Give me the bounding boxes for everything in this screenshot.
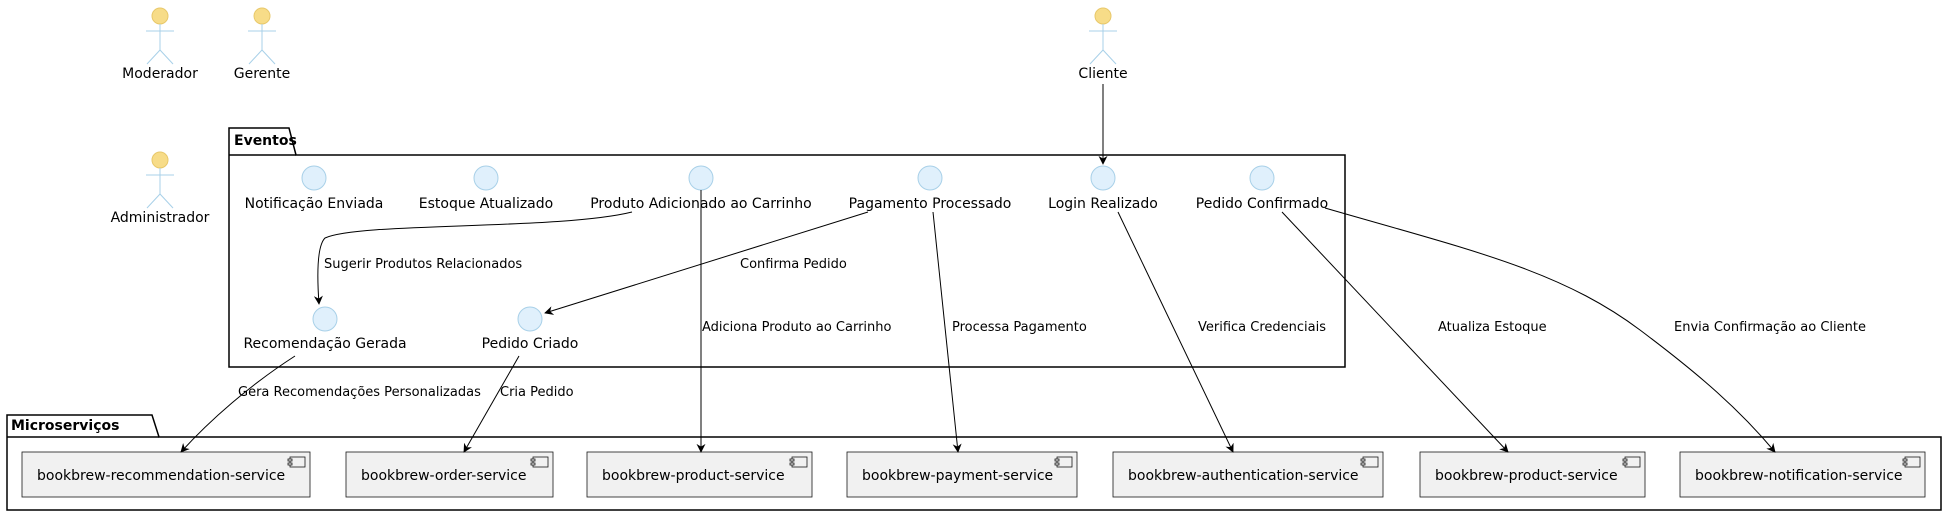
edge-envia-confirmacao xyxy=(1324,207,1776,453)
service-order[interactable]: bookbrew-order-service xyxy=(345,451,554,498)
edge-cria-pedido xyxy=(463,355,520,453)
edge-label: Sugerir Produtos Relacionados xyxy=(324,257,522,272)
event-recomendacao-gerada[interactable]: Recomendação Gerada xyxy=(243,306,407,352)
package-title: Microserviços xyxy=(11,418,119,434)
edge-atualiza-estoque xyxy=(1281,211,1509,453)
actor-label: Gerente xyxy=(234,66,291,82)
service-recommendation[interactable]: bookbrew-recommendation-service xyxy=(21,451,311,498)
edge-label: Cria Pedido xyxy=(500,385,574,400)
edge-processa-pagamento xyxy=(932,211,962,453)
actor-administrador[interactable]: Administrador xyxy=(111,151,210,226)
edge-verifica-credenciais xyxy=(1117,211,1234,453)
edge-label: Processa Pagamento xyxy=(952,320,1087,335)
component-icon xyxy=(530,456,549,468)
actor-figure-icon xyxy=(248,7,276,65)
service-label: bookbrew-product-service xyxy=(1435,468,1618,484)
package-title: Eventos xyxy=(234,133,297,149)
service-label: bookbrew-notification-service xyxy=(1695,468,1903,484)
package-eventos: Eventos xyxy=(228,127,1346,368)
actor-gerente[interactable]: Gerente xyxy=(234,7,291,82)
event-pedido-criado[interactable]: Pedido Criado xyxy=(482,306,579,352)
event-label: Notificação Enviada xyxy=(245,196,384,212)
edge-label: Envia Confirmação ao Cliente xyxy=(1674,320,1866,335)
component-icon xyxy=(789,456,808,468)
event-label: Recomendação Gerada xyxy=(243,336,406,352)
edge-label: Atualiza Estoque xyxy=(1438,320,1547,335)
service-label: bookbrew-authentication-service xyxy=(1128,468,1359,484)
event-circle-icon xyxy=(301,165,327,191)
edge-label: Adiciona Produto ao Carrinho xyxy=(702,320,892,335)
event-notificacao-enviada[interactable]: Notificação Enviada xyxy=(245,165,384,212)
event-circle-icon xyxy=(312,306,338,332)
event-label: Pedido Confirmado xyxy=(1196,196,1328,212)
actor-figure-icon xyxy=(1089,7,1117,65)
edge-sugerir-produtos xyxy=(313,211,633,305)
event-estoque-atualizado[interactable]: Estoque Atualizado xyxy=(419,165,553,212)
event-circle-icon xyxy=(688,165,714,191)
event-circle-icon xyxy=(917,165,943,191)
actor-moderador[interactable]: Moderador xyxy=(122,7,198,82)
actor-cliente[interactable]: Cliente xyxy=(1078,7,1128,82)
component-icon xyxy=(1054,456,1073,468)
event-circle-icon xyxy=(517,306,543,332)
event-label: Pedido Criado xyxy=(482,336,579,352)
service-label: bookbrew-recommendation-service xyxy=(37,468,285,484)
edge-label: Verifica Credenciais xyxy=(1198,320,1326,335)
component-icon xyxy=(1360,456,1379,468)
service-product-2[interactable]: bookbrew-product-service xyxy=(1419,451,1646,498)
event-login-realizado[interactable]: Login Realizado xyxy=(1048,165,1158,212)
package-microservicos: Microserviços xyxy=(6,414,1942,511)
service-label: bookbrew-payment-service xyxy=(862,468,1053,484)
component-icon xyxy=(1622,456,1641,468)
event-label: Login Realizado xyxy=(1048,196,1158,212)
service-payment[interactable]: bookbrew-payment-service xyxy=(846,451,1078,498)
event-circle-icon xyxy=(1249,165,1275,191)
actor-figure-icon xyxy=(146,7,174,65)
actor-figure-icon xyxy=(146,151,174,209)
event-label: Estoque Atualizado xyxy=(419,196,553,212)
service-label: bookbrew-order-service xyxy=(361,468,526,484)
event-pedido-confirmado[interactable]: Pedido Confirmado xyxy=(1196,165,1328,212)
edge-label: Gera Recomendações Personalizadas xyxy=(238,385,481,400)
actor-label: Administrador xyxy=(111,210,210,226)
service-label: bookbrew-product-service xyxy=(602,468,785,484)
actor-label: Moderador xyxy=(122,66,198,82)
edge-confirma-pedido xyxy=(544,211,869,315)
service-notification[interactable]: bookbrew-notification-service xyxy=(1679,451,1926,498)
event-circle-icon xyxy=(1090,165,1116,191)
service-authentication[interactable]: bookbrew-authentication-service xyxy=(1112,451,1384,498)
service-product-1[interactable]: bookbrew-product-service xyxy=(586,451,813,498)
actor-label: Cliente xyxy=(1078,66,1127,82)
edge-gera-recomendacoes xyxy=(180,355,296,453)
component-icon xyxy=(287,456,306,468)
event-pagamento-processado[interactable]: Pagamento Processado xyxy=(849,165,1012,212)
edge-label: Confirma Pedido xyxy=(740,257,847,272)
component-icon xyxy=(1902,456,1921,468)
event-circle-icon xyxy=(473,165,499,191)
event-label: Pagamento Processado xyxy=(849,196,1012,212)
